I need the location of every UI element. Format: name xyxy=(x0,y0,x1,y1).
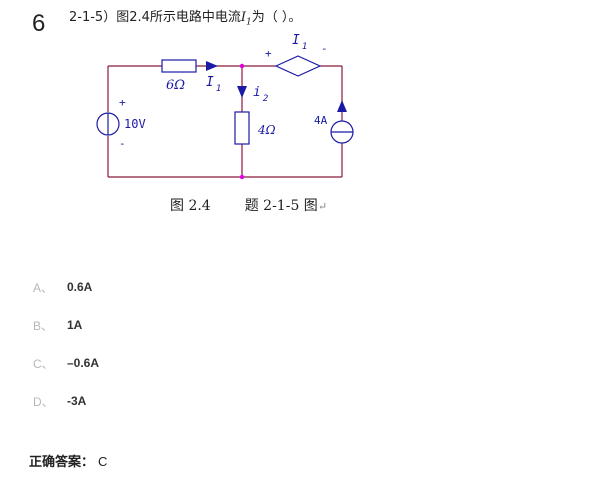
resistor-4-ohm-label: 4Ω xyxy=(257,123,276,137)
option-a-text: 0.6A xyxy=(67,280,93,294)
correct-answer-value: C xyxy=(98,454,108,469)
node-bottom-middle xyxy=(239,174,245,180)
question-stem-prefix: 2-1-5）图2.4所示电路中电流 xyxy=(69,10,241,25)
current-source-label: 4A xyxy=(314,114,328,127)
current-source-arrow xyxy=(337,100,347,112)
option-a-letter: A、 xyxy=(33,280,54,295)
question-stem: 2-1-5）图2.4所示电路中电流I1为（ ）。 xyxy=(69,9,301,32)
current-i2-arrow xyxy=(237,86,247,98)
figure-number: 图 2.4 xyxy=(170,198,211,214)
option-b-text: 1A xyxy=(67,318,83,332)
question-stem-suffix: 为（ ）。 xyxy=(251,10,302,25)
correct-answer: 正确答案：C xyxy=(29,451,107,470)
node-top-middle xyxy=(239,63,245,69)
voltage-source-minus: - xyxy=(119,137,126,150)
resistor-6-ohm-label: 6Ω xyxy=(166,78,185,93)
figure-caption: 图 2.4 题 2-1-5 图↵ xyxy=(170,195,327,215)
voltage-source-plus: + xyxy=(119,96,126,109)
return-mark: ↵ xyxy=(317,200,328,213)
option-c[interactable]: C、 –0.6A xyxy=(33,354,99,372)
correct-answer-label: 正确答案： xyxy=(29,455,95,470)
option-b[interactable]: B、 1A xyxy=(33,316,82,334)
dependent-current-source xyxy=(274,55,322,77)
question-number: 6 xyxy=(32,10,46,37)
dependent-source-minus: - xyxy=(321,42,328,55)
resistor-6-ohm xyxy=(161,59,197,73)
problem-figure-label: 题 2-1-5 图 xyxy=(244,198,318,214)
option-d-letter: D、 xyxy=(33,394,54,409)
resistor-4-ohm xyxy=(234,111,250,145)
option-a[interactable]: A、 0.6A xyxy=(33,278,92,296)
dependent-source-plus: + xyxy=(265,47,272,60)
option-d[interactable]: D、 -3A xyxy=(33,392,86,410)
current-i1-arrow xyxy=(206,61,218,71)
option-d-text: -3A xyxy=(67,394,87,408)
current-source-4a xyxy=(330,120,354,144)
option-c-letter: C、 xyxy=(33,356,54,371)
option-c-text: –0.6A xyxy=(67,356,100,370)
option-b-letter: B、 xyxy=(33,318,54,333)
circuit-wires xyxy=(107,65,343,178)
voltage-source xyxy=(96,112,120,136)
voltage-source-label: 10V xyxy=(124,117,146,131)
question-variable: I1 xyxy=(240,10,252,28)
